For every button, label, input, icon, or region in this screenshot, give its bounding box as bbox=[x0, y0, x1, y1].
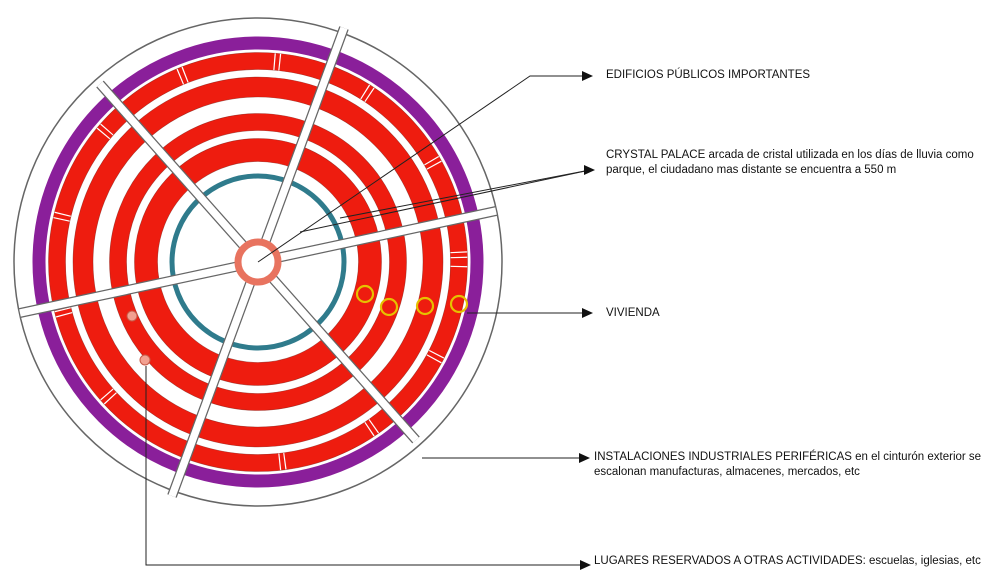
arrow-right-icon bbox=[579, 453, 590, 463]
leader-line-reserved bbox=[145, 366, 580, 566]
arrow-right-icon bbox=[582, 308, 593, 318]
arrow-right-icon bbox=[580, 560, 591, 570]
industrial-belt bbox=[32, 36, 484, 488]
reserved-site-marker bbox=[139, 354, 151, 366]
arrow-right-icon bbox=[584, 165, 595, 175]
leader-line-public-buildings bbox=[257, 75, 582, 263]
label-public-buildings: EDIFICIOS PÚBLICOS IMPORTANTES bbox=[606, 69, 811, 81]
reserved-site-marker bbox=[126, 310, 138, 322]
housing-marker bbox=[355, 284, 375, 304]
housing-marker bbox=[449, 294, 469, 314]
housing-ring-3 bbox=[109, 113, 407, 411]
housing-ring-2 bbox=[73, 77, 443, 447]
housing-marker bbox=[379, 297, 399, 317]
leader-line-crystal-palace bbox=[299, 169, 591, 233]
housing-ring-4 bbox=[134, 138, 382, 386]
label-industrial: INSTALACIONES INDUSTRIALES PERIFÉRICAS e… bbox=[594, 451, 982, 478]
label-housing: VIVIENDA bbox=[606, 307, 660, 319]
housing-marker bbox=[415, 296, 435, 316]
label-crystal-palace: CRYSTAL PALACE arcada de cristal utiliza… bbox=[606, 149, 974, 176]
leader-line-crystal-palace-2 bbox=[339, 169, 591, 219]
label-reserved: LUGARES RESERVADOS A OTRAS ACTIVIDADES: … bbox=[594, 555, 981, 567]
arrow-right-icon bbox=[582, 71, 593, 81]
housing-ring-1 bbox=[48, 52, 468, 472]
